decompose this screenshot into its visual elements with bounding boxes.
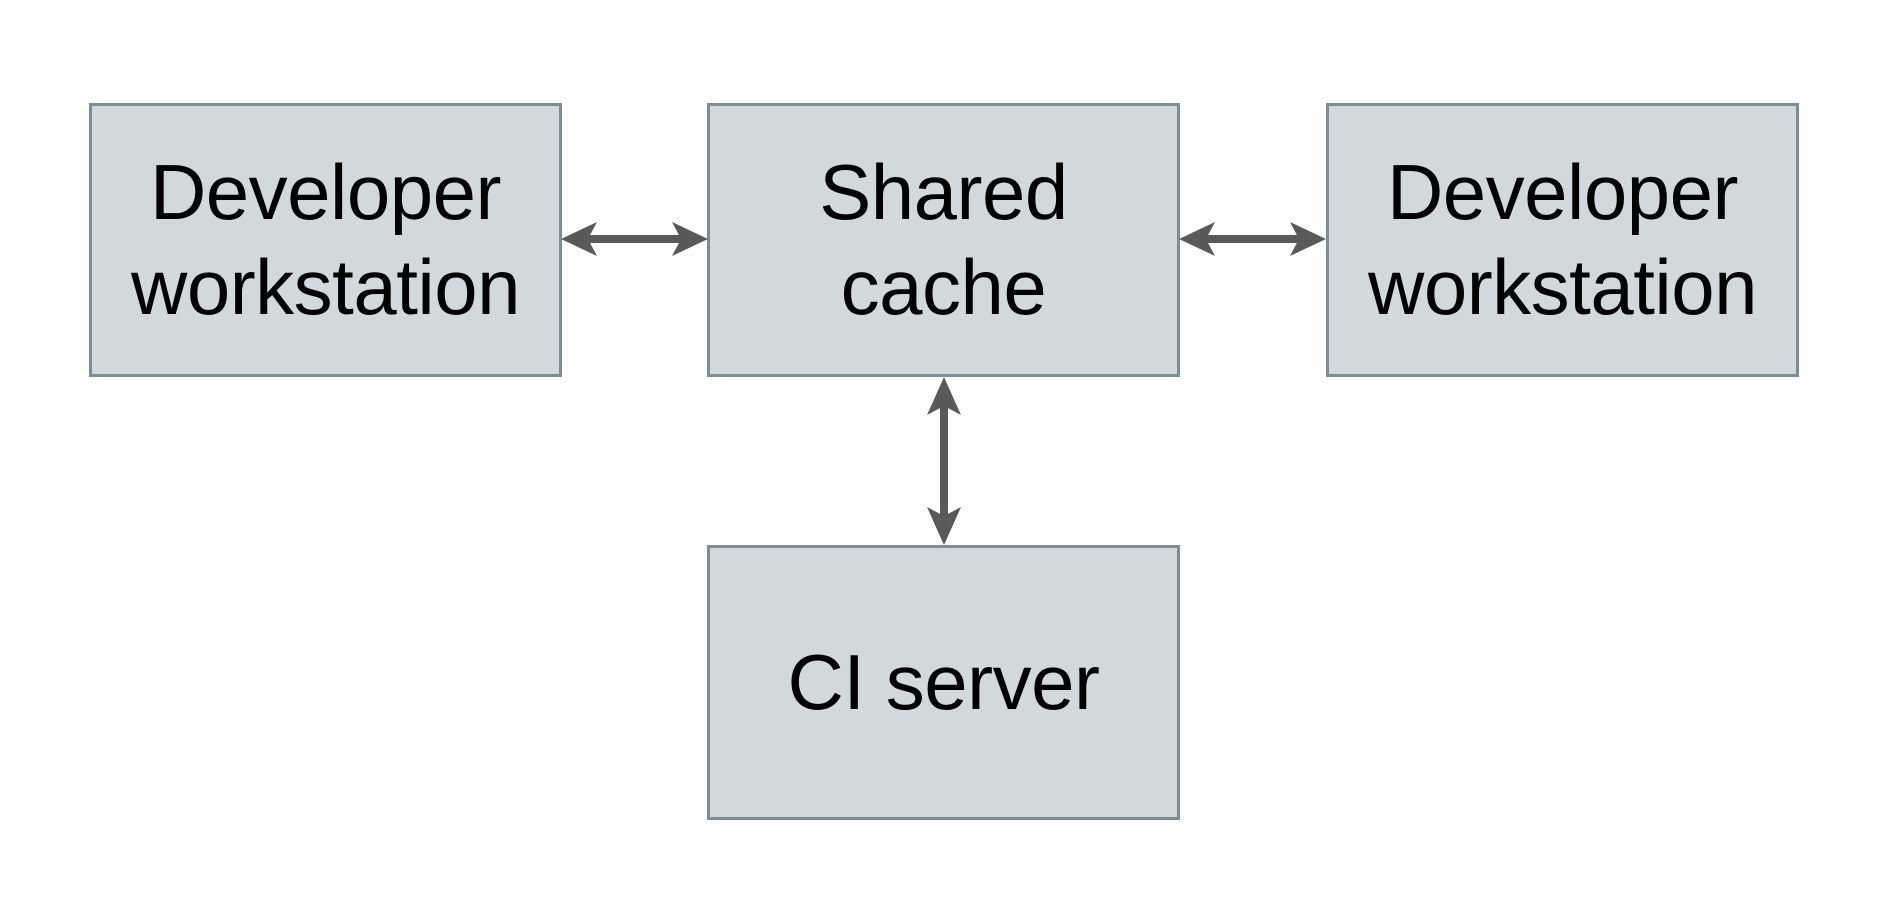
node-label-developer-workstation-left: Developer workstation (131, 147, 521, 331)
node-label-developer-workstation-right: Developer workstation (1368, 147, 1758, 331)
node-developer-workstation-right: Developer workstation (1326, 103, 1799, 377)
node-ci-server: CI server (707, 545, 1180, 820)
bidirectional-arrow-shared-cache-to-ci-server (927, 377, 961, 545)
bidirectional-arrow-shared-cache-to-right-workstation (1179, 222, 1326, 256)
bidirectional-arrow-left-workstation-to-shared-cache (561, 222, 708, 256)
node-label-shared-cache: Shared cache (819, 147, 1068, 331)
node-label-ci-server: CI server (787, 637, 1100, 726)
node-shared-cache: Shared cache (707, 103, 1180, 377)
node-developer-workstation-left: Developer workstation (89, 103, 562, 377)
